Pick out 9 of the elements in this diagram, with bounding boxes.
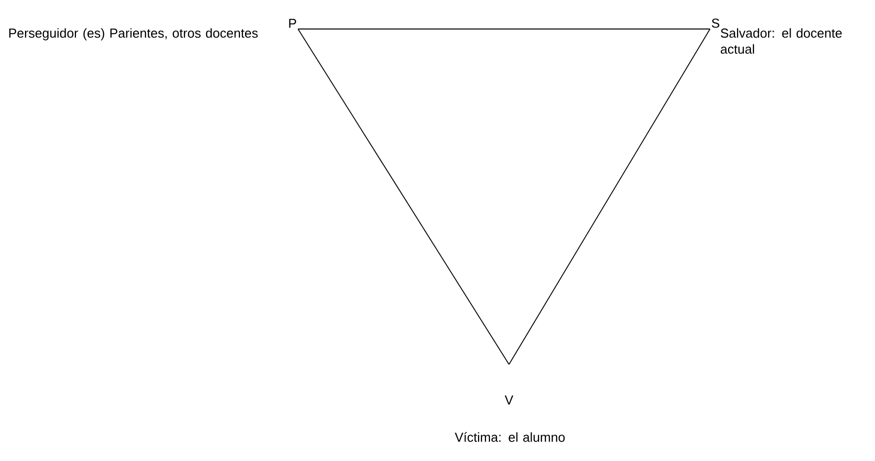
vertex-label: S — [712, 18, 720, 28]
vertex-caption: Víctima: el alumno — [454, 432, 565, 442]
vertex-caption: Perseguidor (es) Parientes, otros docentes — [9, 28, 258, 40]
triangle-side — [508, 28, 710, 365]
triangle-side — [298, 28, 510, 365]
vertex-caption: Salvador: el docente actual — [720, 28, 842, 54]
triangle-side — [298, 28, 710, 30]
vertex-label: P — [289, 18, 296, 28]
vertex-label: V — [504, 396, 514, 404]
